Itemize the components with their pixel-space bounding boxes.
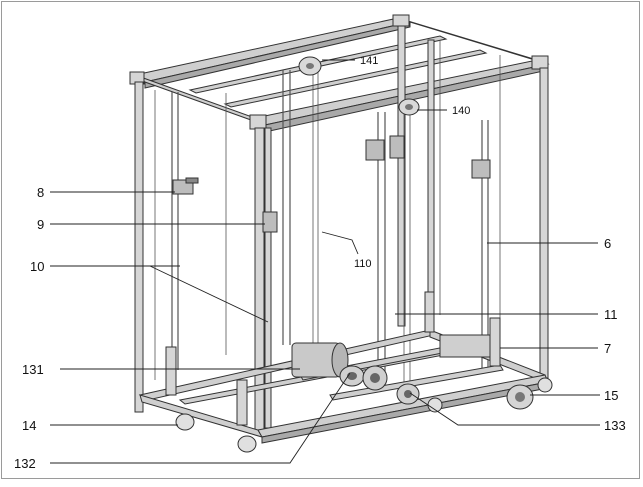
- label-7: 7: [604, 341, 611, 356]
- casters: [175, 377, 553, 453]
- top-frame: [129, 14, 550, 133]
- label-6: 6: [604, 236, 611, 251]
- label-9: 9: [37, 217, 44, 232]
- label-140: 140: [452, 105, 470, 117]
- top-pulleys: [298, 56, 420, 116]
- label-110: 110: [354, 258, 372, 270]
- label-14: 14: [22, 418, 36, 433]
- label-141: 141: [360, 55, 378, 67]
- leader-lines: [50, 59, 600, 464]
- brackets: [172, 135, 491, 233]
- callout-labels: 8 9 10 131 14 132 141 140 110 6 11 7 15 …: [14, 55, 626, 471]
- label-15: 15: [604, 388, 618, 403]
- motor-assembly: [291, 334, 491, 405]
- label-8: 8: [37, 185, 44, 200]
- label-131: 131: [22, 362, 44, 377]
- label-11: 11: [604, 307, 618, 322]
- label-132: 132: [14, 456, 36, 471]
- label-10: 10: [30, 259, 44, 274]
- label-133: 133: [604, 418, 626, 433]
